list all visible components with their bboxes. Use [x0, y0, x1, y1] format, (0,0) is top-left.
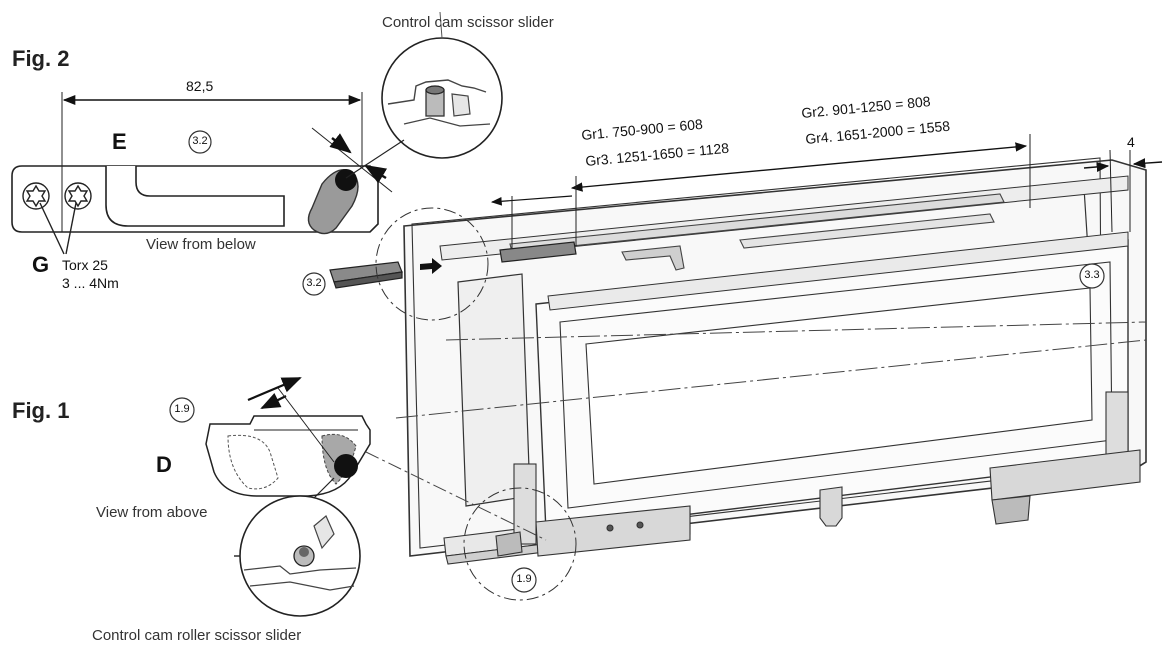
gap4-arrow-a — [1083, 161, 1110, 172]
letter-g: G — [32, 252, 50, 277]
scissor-slider-loose — [329, 261, 403, 289]
marker-1.9-top-ring — [169, 397, 195, 423]
marker-3.2-top: 3.2 — [192, 135, 208, 147]
gap-fig1-line — [277, 387, 335, 463]
center-keep — [819, 486, 843, 527]
gap-fig1-b — [260, 392, 287, 409]
insert-arrow — [420, 258, 442, 274]
dimension-gap-4: 4 — [1127, 134, 1135, 150]
marker-3.2-side-ring — [302, 272, 326, 296]
figure-label-fig2: Fig. 2 — [12, 46, 70, 71]
gap-fig1-a — [247, 376, 302, 402]
torx-screw-2 — [64, 182, 92, 210]
letter-d: D — [156, 452, 172, 477]
figure-label-fig1: Fig. 1 — [12, 398, 70, 423]
torx-screw-1 — [22, 182, 50, 210]
callout-cam-scissor-slider: Control cam scissor slider — [382, 14, 554, 31]
leader-top-detail — [345, 139, 405, 179]
marker-1.9-bottom: 1.9 — [516, 573, 532, 585]
centerline-detail — [365, 451, 547, 541]
marker-3.3-ring — [1079, 263, 1105, 289]
screw-torx-label: Torx 25 — [62, 257, 108, 273]
gap4-arrow-b — [1132, 158, 1163, 169]
caption-view-from-above: View from above — [96, 504, 208, 521]
gap-mark-c — [364, 164, 388, 184]
corner-drive-right — [989, 391, 1141, 525]
letter-e: E — [112, 129, 127, 154]
slider-len-line — [490, 195, 573, 206]
roller-fig1 — [334, 454, 358, 478]
leader-cam-top — [439, 11, 443, 39]
gap4-ext-a — [1109, 149, 1113, 233]
detail-circle-top — [381, 37, 503, 159]
marker-1.9-top: 1.9 — [174, 403, 190, 415]
gap-mark-b — [329, 133, 352, 154]
leader-g-1 — [39, 202, 65, 255]
marker-3.2-side: 3.2 — [306, 277, 322, 289]
dimension-82-5: 82,5 — [186, 78, 214, 94]
detail-circle-bottom — [239, 495, 361, 617]
marker-1.9-bottom-ring — [511, 567, 537, 593]
scissor-slider-installed — [499, 241, 577, 263]
detail-circle-window-bottom — [463, 487, 577, 601]
size-dim-line — [570, 142, 1028, 192]
corner-drive-left — [495, 463, 691, 557]
centerline-lower — [395, 339, 1147, 419]
screw-torque-label: 3 ... 4Nm — [62, 275, 119, 291]
caption-view-from-below: View from below — [146, 236, 256, 253]
detail-circle-window-top — [375, 207, 489, 321]
scissor-arm — [509, 193, 1005, 271]
centerline-upper — [445, 321, 1147, 341]
callout-cam-roller-scissor-slider: Control cam roller scissor slider — [92, 627, 302, 644]
marker-3.2-top-ring — [188, 130, 212, 154]
marker-3.3: 3.3 — [1084, 269, 1100, 281]
leader-bottom-detail — [313, 477, 335, 499]
slider-part-fig2 — [11, 165, 379, 233]
leader-g-2 — [65, 202, 77, 255]
